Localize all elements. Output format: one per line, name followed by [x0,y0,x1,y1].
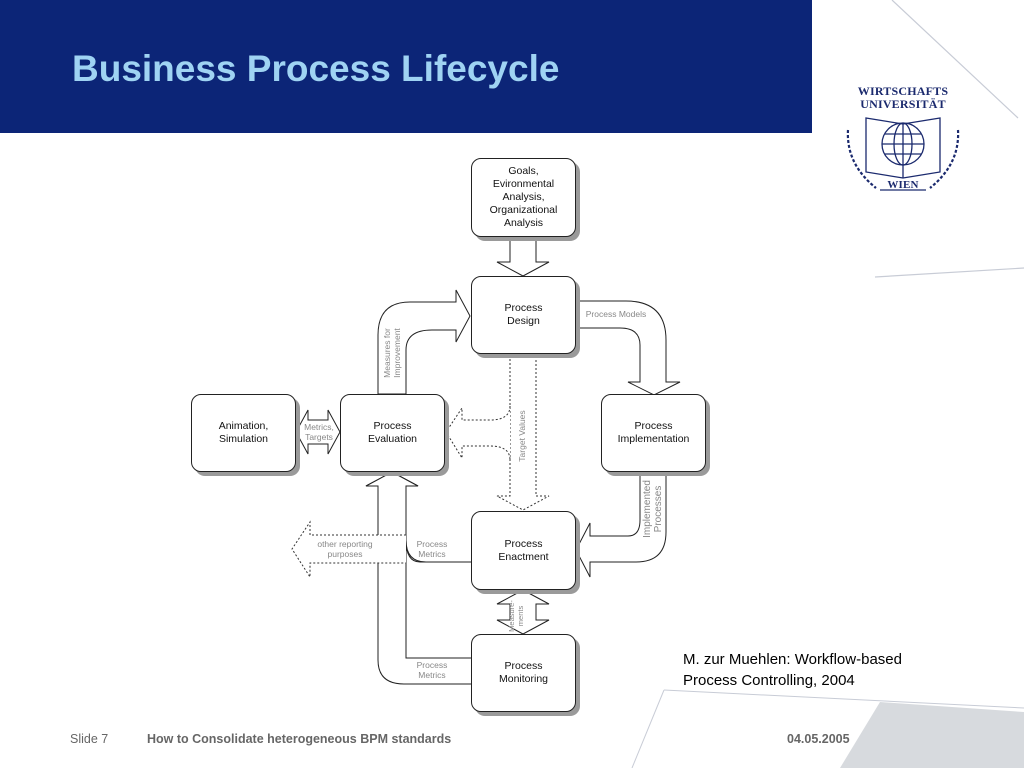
node-process-implementation-label: Process Implementation [617,420,690,445]
slide-title: Business Process Lifecycle [72,48,560,89]
citation: M. zur Muehlen: Workflow-based Process C… [683,651,902,689]
node-goals: Goals, Evironmental Analysis, Organizati… [471,158,576,237]
node-process-design-label: Process Design [504,302,543,327]
footer-date: 04.05.2005 [787,732,850,746]
arrow-monitoring-to-evaluation [365,471,471,685]
logo-line-1: WIRTSCHAFTS [857,84,949,98]
label-measures-for-improvement: Measures for Improvement [382,328,402,378]
node-process-implementation: Process Implementation [601,394,706,472]
node-process-evaluation-label: Process Evaluation [367,420,418,445]
arrow-other-reporting [291,520,406,579]
label-implemented-processes: Implemented Processes [642,480,664,538]
label-metrics-targets: Metrics, Targets [304,422,334,442]
arrow-implementation-to-enactment [575,471,667,578]
logo-line-3: WIEN [887,179,919,191]
label-process-models: Process Models [585,309,647,319]
node-process-design: Process Design [471,276,576,354]
arrow-target-values [496,353,550,511]
footer-slide-number: Slide 7 [70,732,109,746]
label-measurements: Measure- ments [507,600,525,632]
header-band [0,0,812,133]
globe-emblem-icon [846,117,960,191]
footer-presentation-title: How to Consolidate heterogeneous BPM sta… [147,732,452,746]
arrow-target-to-evaluation [445,405,511,461]
node-process-monitoring: Process Monitoring [471,634,576,712]
label-process-metrics-monitoring: Process Metrics [416,660,448,680]
label-target-values: Target Values [517,410,527,462]
label-process-metrics-enactment: Process Metrics [416,539,448,559]
label-other-reporting-purposes: other reporting purposes [317,539,373,559]
logo-line-2: UNIVERSITÄT [860,97,946,111]
university-logo: WIRTSCHAFTS UNIVERSITÄT WIEN [836,84,970,208]
node-process-enactment-label: Process Enactment [498,537,549,563]
node-animation-label: Animation, Simulation [218,420,269,445]
arrow-goals-to-design [496,236,550,277]
node-process-monitoring-label: Process Monitoring [498,660,549,685]
node-process-evaluation: Process Evaluation [340,394,445,472]
node-animation-simulation: Animation, Simulation [191,394,296,472]
arrow-evaluation-to-design [377,289,471,395]
node-goals-label: Goals, Evironmental Analysis, Organizati… [489,165,558,229]
node-process-enactment: Process Enactment [471,511,576,590]
